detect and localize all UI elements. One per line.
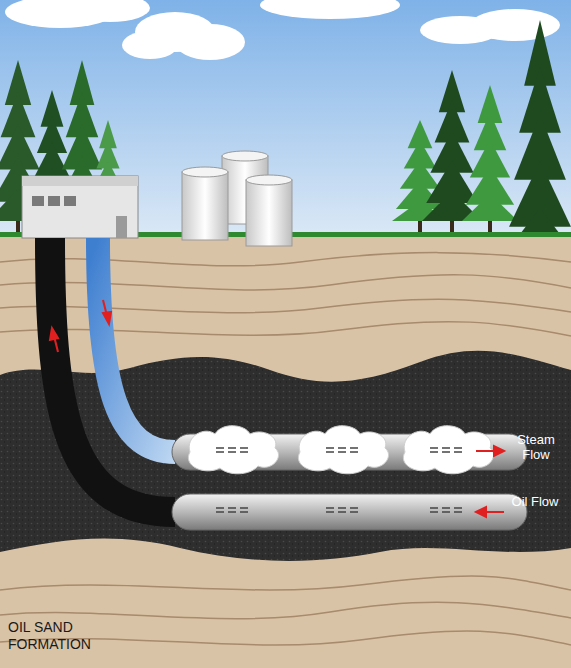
flow-label: Steam Flow xyxy=(506,432,566,462)
flow-label: Oil Flow xyxy=(510,494,560,509)
formation-label: OIL SAND FORMATION xyxy=(8,619,118,653)
